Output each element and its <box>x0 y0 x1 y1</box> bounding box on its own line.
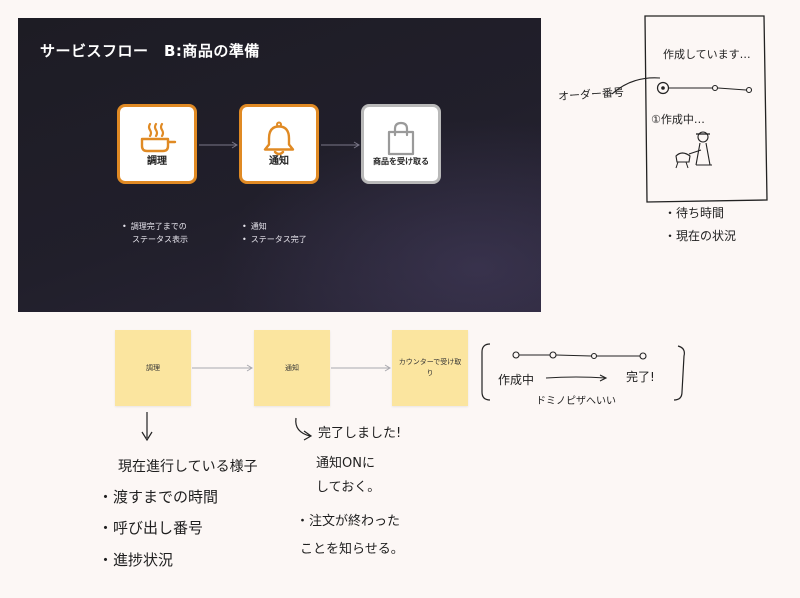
shopping-bag-icon <box>387 121 415 156</box>
right-note-item: ことを知らせる。 <box>300 542 404 557</box>
bell-icon <box>263 121 295 156</box>
slide-title: サービスフロー B:商品の準備 <box>40 42 260 60</box>
step-label: 通知 <box>269 156 289 167</box>
step-cooking: 調理 <box>117 104 197 184</box>
left-note-item: ・進捗状況 <box>98 551 174 569</box>
sticky-note-notification: 通知 <box>254 330 330 406</box>
notification-notes: 通知 ステータス完了 <box>242 220 307 246</box>
flow-arrow <box>321 141 360 149</box>
service-flow-slide: サービスフロー B:商品の準備 調理 通知 商品を受け <box>18 18 541 312</box>
cooking-pot-icon <box>140 122 177 153</box>
progress-caption: ドミノピザへいい <box>536 396 616 407</box>
down-arrow-sketch <box>141 412 153 442</box>
bullet-item: ステータス完了 <box>242 233 307 246</box>
phone-bullet-wait-time: ・待ち時間 <box>664 206 725 220</box>
curved-arrow-sketch <box>295 417 313 441</box>
progress-bar-sketch <box>481 343 685 401</box>
phone-wireframe-sketch <box>611 15 768 203</box>
bullet-item-continued: ステータス表示 <box>132 235 188 244</box>
right-note-item: しておく。 <box>316 480 381 495</box>
step-label: 調理 <box>147 156 167 167</box>
right-notes-heading: 完了しました! <box>318 426 402 441</box>
left-note-item: ・呼び出し番号 <box>98 519 204 537</box>
phone-header-text: 作成しています… <box>663 48 751 61</box>
sticky-note-cooking: 調理 <box>115 330 191 406</box>
left-notes-heading: 現在進行している様子 <box>118 459 258 475</box>
right-note-item: ・注文が終わった <box>296 514 401 529</box>
progress-start-label: 作成中 <box>498 373 535 387</box>
sticky-note-counter-pickup: カウンターで受け取り <box>392 330 468 406</box>
left-note-item: ・渡すまでの時間 <box>98 488 219 506</box>
bullet-item: 調理完了までの <box>122 220 188 233</box>
phone-bullet-current-status: ・現在の状況 <box>664 229 737 243</box>
flow-arrow <box>199 141 238 149</box>
cooking-notes: 調理完了までの ステータス表示 <box>122 220 188 246</box>
step-notification: 通知 <box>239 104 319 184</box>
sticky-flow-arrow <box>192 364 253 372</box>
bullet-item: 通知 <box>242 220 307 233</box>
right-note-item: 通知ONに <box>316 456 375 471</box>
progress-end-label: 完了! <box>626 370 655 384</box>
phone-status-text: ①作成中… <box>651 113 705 126</box>
step-receive-item: 商品を受け取る <box>361 104 441 184</box>
step-label: 商品を受け取る <box>373 157 429 166</box>
sticky-flow-arrow <box>331 364 391 372</box>
